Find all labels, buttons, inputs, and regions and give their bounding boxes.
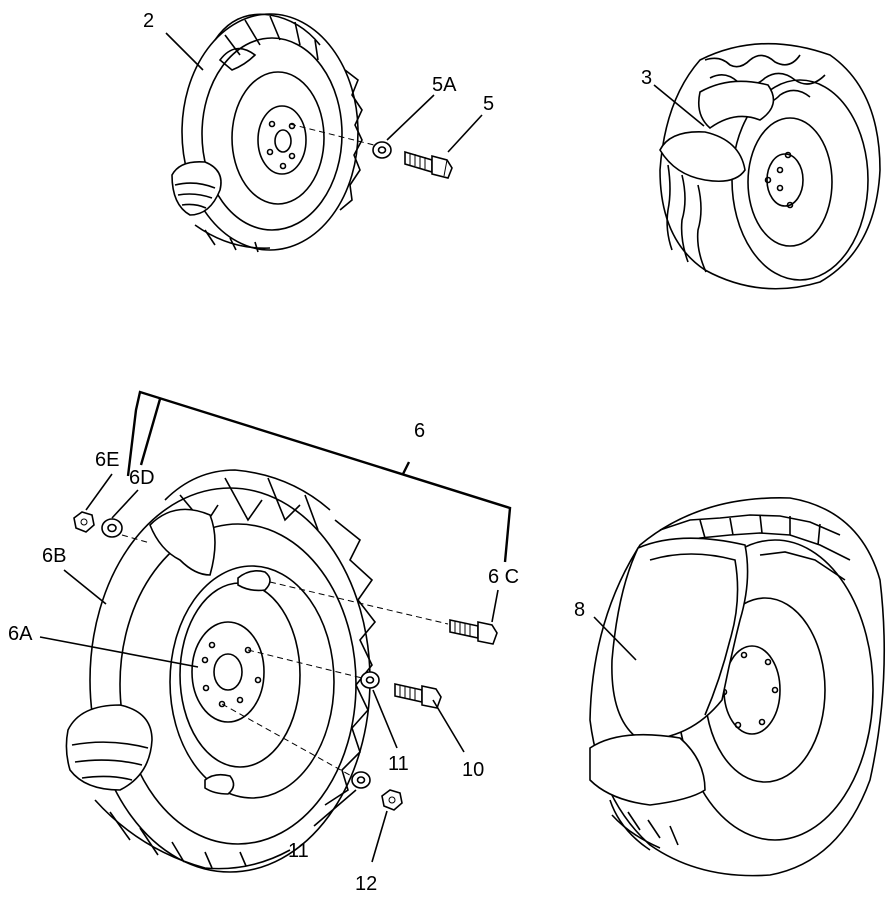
callout-6d: 6D	[129, 467, 155, 489]
washer-5a-drawing	[372, 141, 392, 159]
callout-10: 10	[462, 759, 484, 781]
wheel-6-drawing	[65, 469, 449, 873]
washer-11-lower-drawing	[351, 771, 371, 789]
callout-12: 12	[355, 873, 377, 895]
bolt-10-drawing	[394, 683, 442, 709]
callout-6: 6	[414, 420, 425, 442]
callout-3: 3	[641, 67, 652, 89]
wheel-2-drawing	[171, 13, 379, 253]
callout-6a: 6A	[8, 623, 33, 645]
wheel-3-drawing	[659, 42, 881, 290]
callout-leaders	[39, 32, 705, 863]
callout-8: 8	[574, 599, 585, 621]
callout-5a: 5A	[432, 74, 457, 96]
callout-11-upper: 11	[388, 753, 409, 775]
nut-6e-drawing	[73, 511, 95, 533]
bolt-5-drawing	[404, 150, 453, 179]
wheel-8-drawing	[589, 497, 886, 877]
nut-12-drawing	[381, 789, 403, 811]
callout-11-lower: 11	[288, 840, 309, 862]
bolt-6c-drawing	[449, 619, 498, 645]
callout-5: 5	[483, 93, 494, 115]
callout-6b: 6B	[42, 545, 66, 567]
callout-6c: 6 C	[488, 566, 519, 588]
washer-6d-drawing	[101, 518, 123, 538]
callout-6e: 6E	[95, 449, 119, 471]
washer-11-upper-drawing	[360, 671, 380, 689]
callout-2: 2	[143, 10, 154, 32]
